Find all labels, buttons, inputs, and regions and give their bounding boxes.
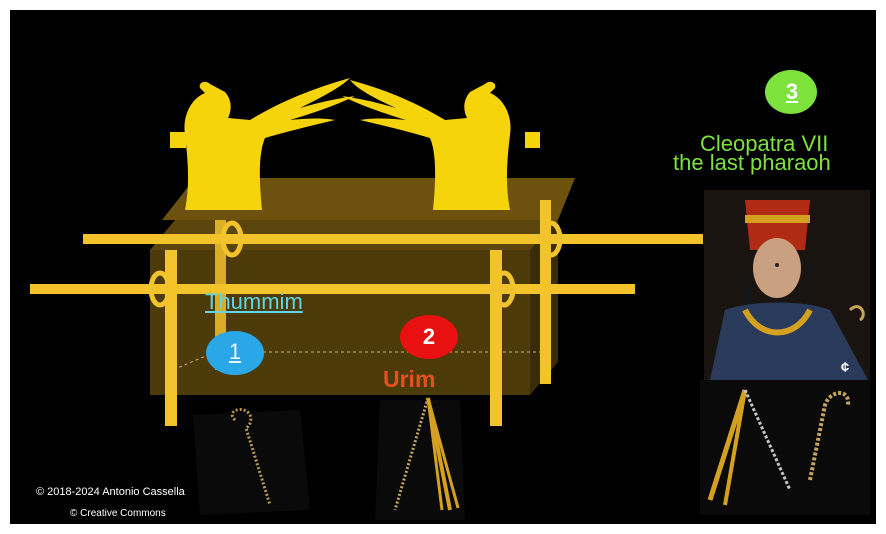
flail-image-center (375, 398, 465, 520)
copyright-license: © Creative Commons (70, 508, 166, 519)
leg-back-right (540, 200, 551, 384)
cleopatra-portrait (704, 190, 870, 380)
pole-back (83, 234, 703, 244)
copyright-author: © 2018-2024 Antonio Cassella (36, 486, 185, 498)
video-frame: 1 2 3 Thummim Urim Cleopatra VII the las… (10, 10, 876, 524)
cleopatra-subtitle: the last pharaoh (673, 150, 831, 176)
badge-2-number: 2 (400, 315, 458, 359)
leg-front-left (165, 250, 177, 426)
cc-icon: ¢ (836, 359, 854, 377)
crook-image-left (193, 410, 310, 515)
badge-3-number: 3 (766, 70, 818, 114)
badge-1-number: 1 (206, 330, 264, 374)
thummim-label: Thummim (205, 289, 303, 315)
urim-label: Urim (383, 366, 435, 393)
ark-illustration (10, 10, 876, 524)
leg-front-right (490, 250, 502, 426)
flail-crook-image-right (700, 380, 870, 515)
